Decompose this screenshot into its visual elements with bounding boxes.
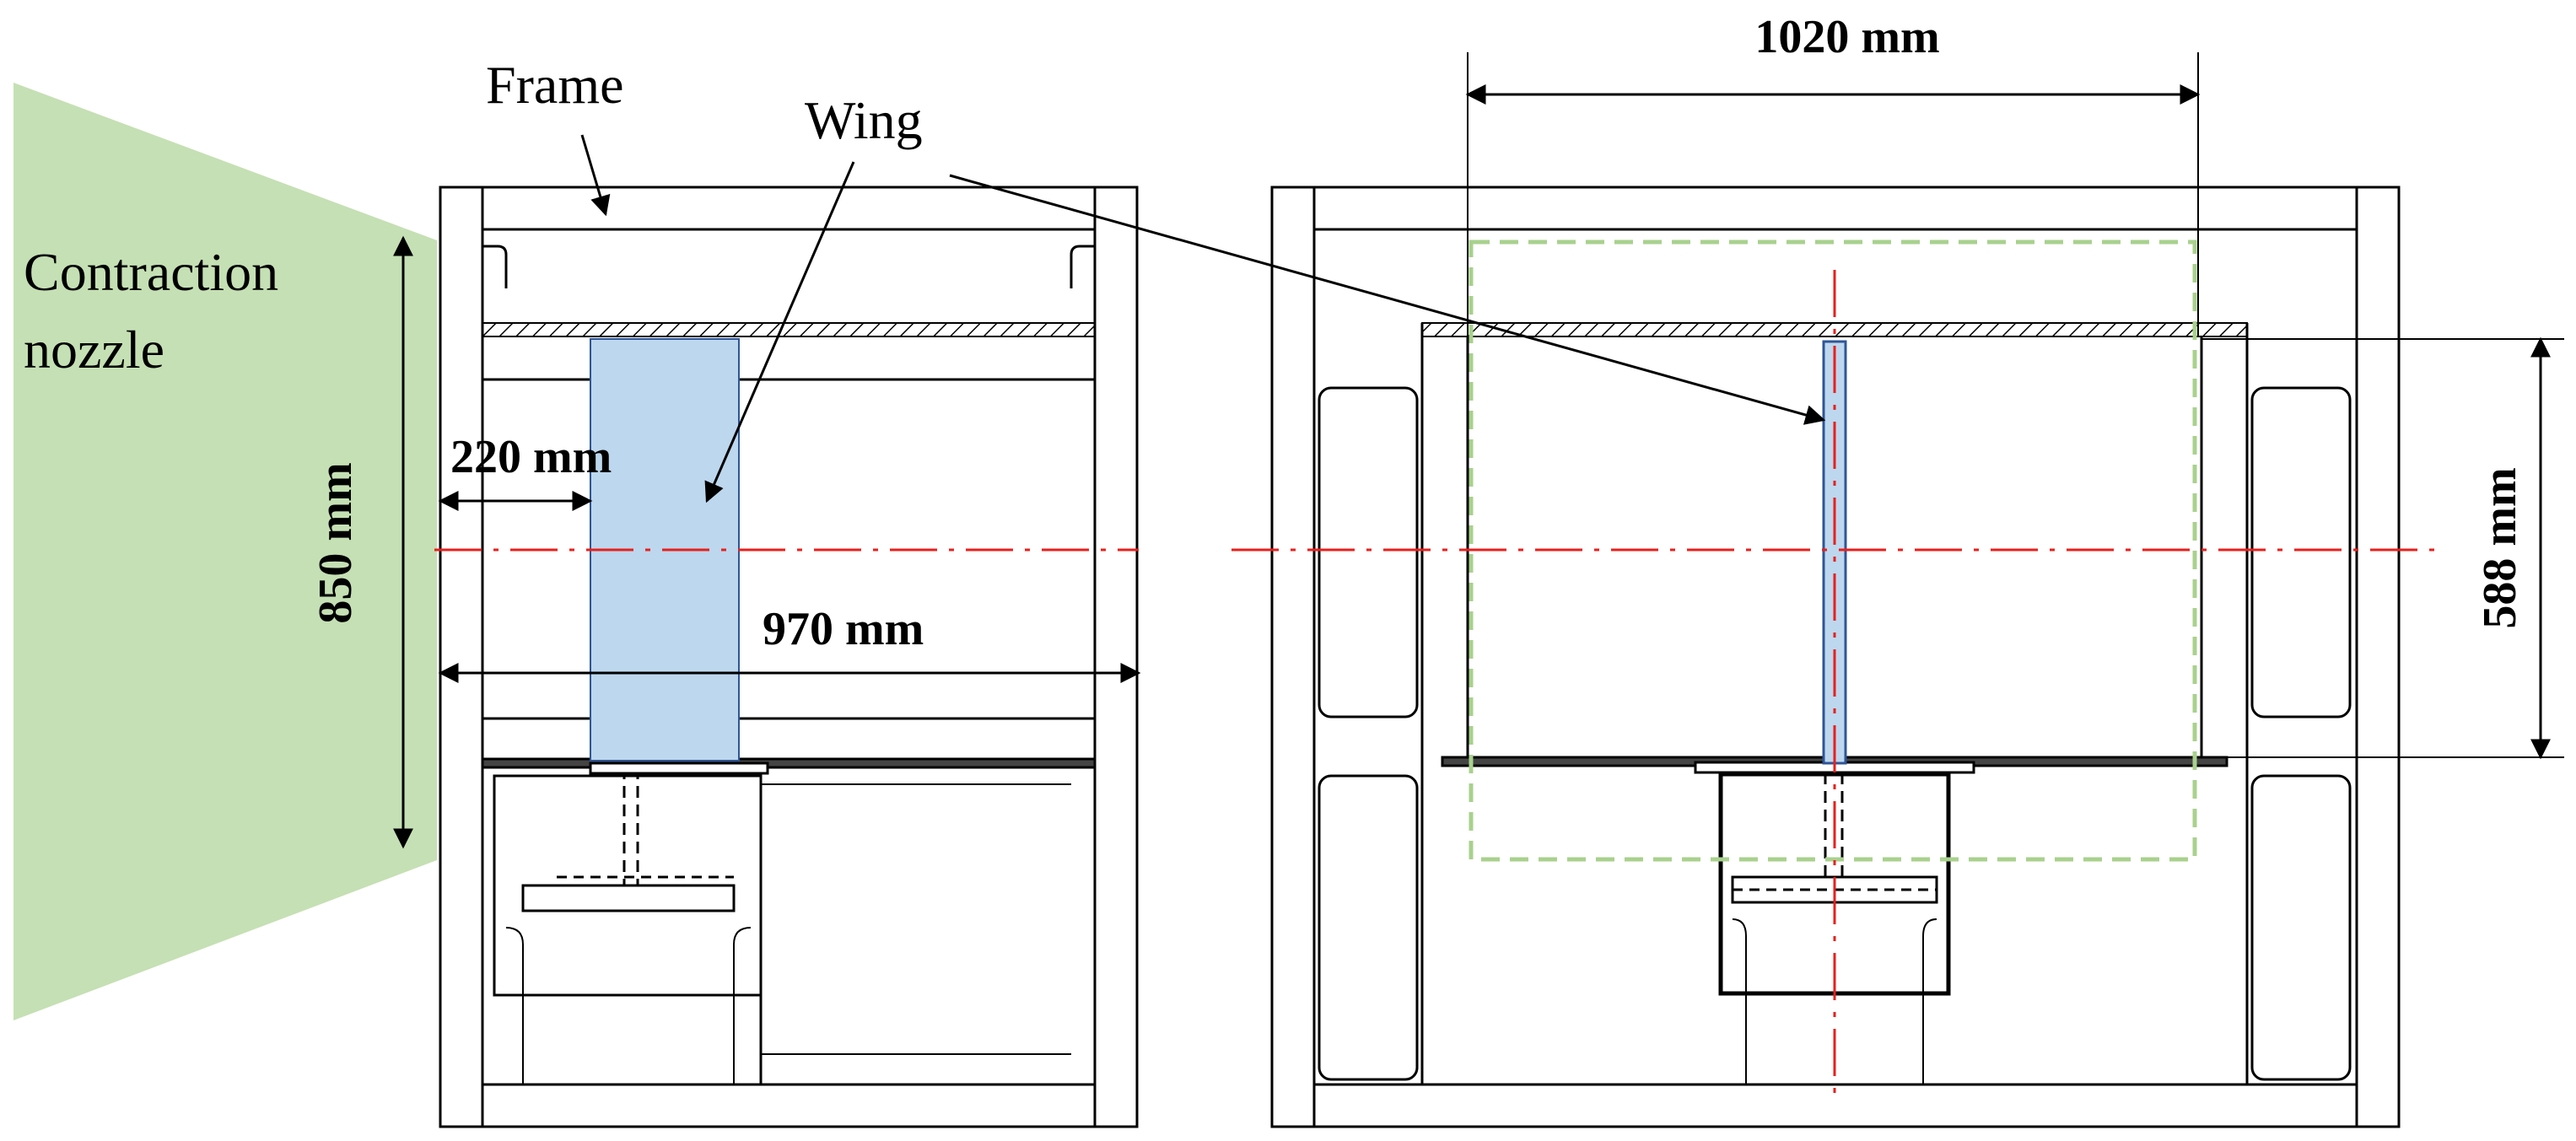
side-panel-left bbox=[1318, 386, 1419, 719]
side-view bbox=[439, 186, 1139, 1128]
dimension-970-label: 970 mm bbox=[763, 603, 924, 655]
dimension-220-label: 220 mm bbox=[450, 431, 612, 483]
frame-leader-arrow bbox=[580, 134, 611, 217]
measurement-region-outline bbox=[1469, 240, 2197, 862]
corner-bracket bbox=[1070, 245, 1095, 288]
wing-leader-arrow-side bbox=[704, 161, 855, 503]
corner-bracket bbox=[482, 245, 508, 288]
wing-leader-arrow-front bbox=[949, 174, 1826, 425]
contraction-nozzle bbox=[13, 83, 437, 1020]
side-panel-right bbox=[2250, 386, 2352, 719]
force-balance-mechanism bbox=[493, 767, 763, 1084]
compartment-lines bbox=[761, 783, 1071, 1055]
dimension-1020-label: 1020 mm bbox=[1754, 11, 1939, 63]
wing-label: Wing bbox=[805, 90, 923, 150]
side-view-outer-frame bbox=[439, 186, 1139, 1128]
contraction-nozzle-label-line1: Contraction bbox=[24, 242, 278, 302]
dimension-588-label: 588 mm bbox=[2474, 467, 2526, 628]
hatched-ceiling bbox=[482, 322, 1096, 337]
lower-panel-left bbox=[1318, 774, 1419, 1081]
frame-label: Frame bbox=[486, 55, 624, 115]
dimension-850-label: 850 mm bbox=[310, 462, 362, 623]
front-view-outer-frame bbox=[1270, 186, 2401, 1128]
lower-panel-right bbox=[2250, 774, 2352, 1081]
contraction-nozzle-label-line2: nozzle bbox=[24, 320, 164, 379]
floor-plate bbox=[481, 757, 1097, 769]
wing-mount-plate bbox=[589, 762, 769, 775]
